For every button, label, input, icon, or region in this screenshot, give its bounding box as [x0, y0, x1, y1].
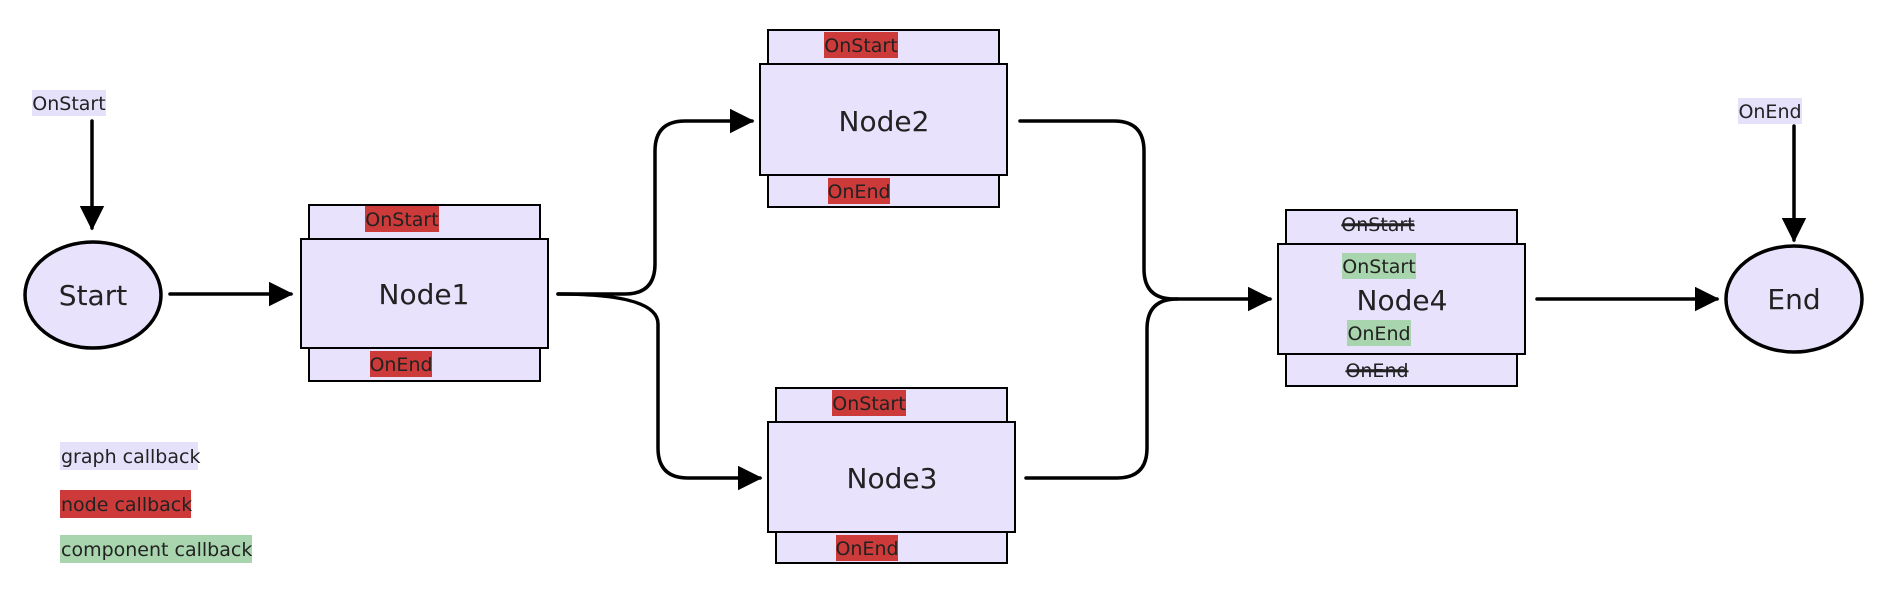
- legend: graph callback node callback component c…: [60, 442, 252, 563]
- node3-box: [767, 421, 1016, 533]
- legend-node-swatch: [60, 490, 191, 518]
- node4-component-onstart-label: OnStart: [1342, 256, 1415, 278]
- legend-graph-swatch: [60, 442, 198, 470]
- node2: Node2 OnStart OnEnd: [759, 29, 1008, 208]
- node3-onend-highlight: [836, 535, 898, 561]
- node2-box: [759, 63, 1008, 176]
- node2-onend-highlight: [828, 178, 890, 204]
- node3-onend-label: OnEnd: [835, 538, 898, 560]
- node3-onstart-label: OnStart: [832, 393, 905, 415]
- node4-onstart-struck-label: OnStart: [1341, 214, 1414, 236]
- end-label: End: [1767, 283, 1820, 316]
- node1-label: Node1: [379, 278, 470, 311]
- node4-component-onend-label: OnEnd: [1347, 323, 1410, 345]
- graph-onend-highlight: [1738, 98, 1802, 124]
- node2-onend-label: OnEnd: [827, 181, 890, 203]
- legend-component-swatch: [60, 535, 252, 563]
- graph-onstart-highlight: [32, 90, 106, 116]
- node1-onstart-label: OnStart: [365, 209, 438, 231]
- node1-onend-label: OnEnd: [369, 354, 432, 376]
- edge-node3-to-node4: [1024, 297, 1179, 480]
- node4-component-onstart-highlight: [1342, 253, 1416, 279]
- node4-top-bar: [1285, 209, 1518, 245]
- legend-component-label: component callback: [61, 539, 252, 561]
- graph-onend-callback: OnEnd: [1738, 98, 1802, 124]
- node4: Node4 OnStart OnEnd OnStart OnEnd: [1277, 209, 1526, 387]
- legend-graph-label: graph callback: [61, 446, 200, 468]
- start-ellipse: [23, 240, 163, 350]
- node1: Node1 OnStart OnEnd: [300, 204, 549, 382]
- edge-node1-to-node2: [556, 108, 755, 296]
- node2-label: Node2: [839, 105, 930, 138]
- node3-onstart-highlight: [832, 390, 906, 416]
- graph-onstart-callback: OnStart: [32, 90, 106, 116]
- node3: Node3 OnStart OnEnd: [767, 387, 1016, 564]
- end-node: End: [1724, 244, 1864, 354]
- edge-node1-to-node3: [556, 292, 763, 491]
- start-label: Start: [59, 279, 127, 312]
- node3-label: Node3: [847, 462, 938, 495]
- node2-onstart-label: OnStart: [824, 35, 897, 57]
- node4-label: Node4: [1357, 284, 1448, 317]
- node4-component-onend-highlight: [1347, 320, 1411, 346]
- graph-onend-label: OnEnd: [1738, 101, 1801, 123]
- node1-box: [300, 238, 549, 349]
- legend-node-label: node callback: [61, 494, 192, 516]
- graph-onstart-label: OnStart: [32, 93, 105, 115]
- node4-onend-struck-label: OnEnd: [1345, 360, 1408, 382]
- edge-node2-to-node4: [1018, 119, 1273, 312]
- node1-onstart-highlight: [365, 206, 439, 232]
- node1-onend-highlight: [370, 351, 432, 377]
- end-ellipse: [1724, 244, 1864, 354]
- edges: [79, 108, 1807, 491]
- node2-onstart-highlight: [824, 32, 898, 58]
- start-node: Start: [23, 240, 163, 350]
